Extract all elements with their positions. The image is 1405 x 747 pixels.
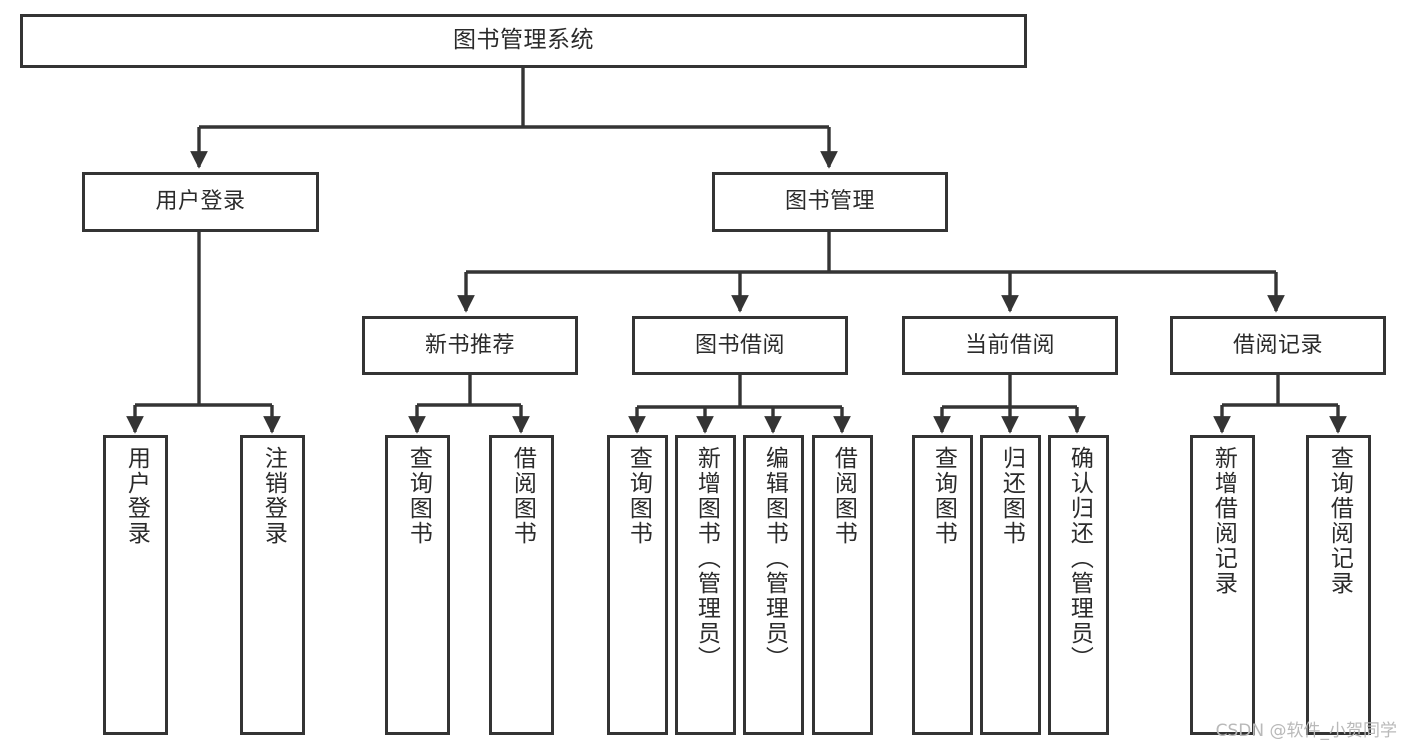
node-leaf-confirm-return[interactable]: 确认归还（管理员） bbox=[1048, 435, 1109, 735]
node-label: 图书管理系统 bbox=[453, 27, 594, 54]
node-leaf-edit-book[interactable]: 编辑图书（管理员） bbox=[743, 435, 804, 735]
node-label: 新增图书（管理员） bbox=[693, 446, 720, 671]
node-borrow-record[interactable]: 借阅记录 bbox=[1170, 316, 1386, 375]
node-book-borrow[interactable]: 图书借阅 bbox=[632, 316, 848, 375]
node-root-book-management-system[interactable]: 图书管理系统 bbox=[20, 14, 1027, 68]
node-leaf-query-book-3[interactable]: 查询图书 bbox=[912, 435, 973, 735]
node-user-login[interactable]: 用户登录 bbox=[82, 172, 319, 232]
node-label: 借阅图书 bbox=[830, 446, 857, 546]
node-label: 查询图书 bbox=[930, 446, 957, 546]
node-label: 编辑图书（管理员） bbox=[761, 446, 788, 671]
node-leaf-query-record[interactable]: 查询借阅记录 bbox=[1306, 435, 1371, 735]
node-leaf-add-record[interactable]: 新增借阅记录 bbox=[1190, 435, 1255, 735]
node-label: 当前借阅 bbox=[964, 332, 1055, 358]
node-label: 图书管理 bbox=[784, 189, 875, 215]
node-leaf-return-book[interactable]: 归还图书 bbox=[980, 435, 1041, 735]
node-label: 确认归还（管理员） bbox=[1066, 446, 1093, 671]
node-new-book-recommend[interactable]: 新书推荐 bbox=[362, 316, 578, 375]
node-label: 借阅记录 bbox=[1232, 332, 1323, 358]
node-label: 图书借阅 bbox=[694, 332, 785, 358]
node-leaf-query-book-2[interactable]: 查询图书 bbox=[607, 435, 668, 735]
node-leaf-add-book[interactable]: 新增图书（管理员） bbox=[675, 435, 736, 735]
node-leaf-logout-login[interactable]: 注销登录 bbox=[240, 435, 305, 735]
node-label: 新增借阅记录 bbox=[1210, 446, 1237, 596]
node-label: 归还图书 bbox=[998, 446, 1025, 546]
node-leaf-borrow-book-2[interactable]: 借阅图书 bbox=[812, 435, 873, 735]
node-label: 查询图书 bbox=[625, 446, 652, 546]
node-label: 查询借阅记录 bbox=[1326, 446, 1353, 596]
node-current-borrow[interactable]: 当前借阅 bbox=[902, 316, 1118, 375]
node-leaf-borrow-book-1[interactable]: 借阅图书 bbox=[489, 435, 554, 735]
node-label: 查询图书 bbox=[405, 446, 432, 546]
node-book-manage[interactable]: 图书管理 bbox=[712, 172, 948, 232]
node-label: 新书推荐 bbox=[424, 332, 515, 358]
node-label: 用户登录 bbox=[123, 446, 150, 546]
node-label: 注销登录 bbox=[260, 446, 287, 546]
node-leaf-query-book-1[interactable]: 查询图书 bbox=[385, 435, 450, 735]
node-label: 借阅图书 bbox=[509, 446, 536, 546]
node-leaf-user-login[interactable]: 用户登录 bbox=[103, 435, 168, 735]
node-label: 用户登录 bbox=[155, 189, 246, 215]
